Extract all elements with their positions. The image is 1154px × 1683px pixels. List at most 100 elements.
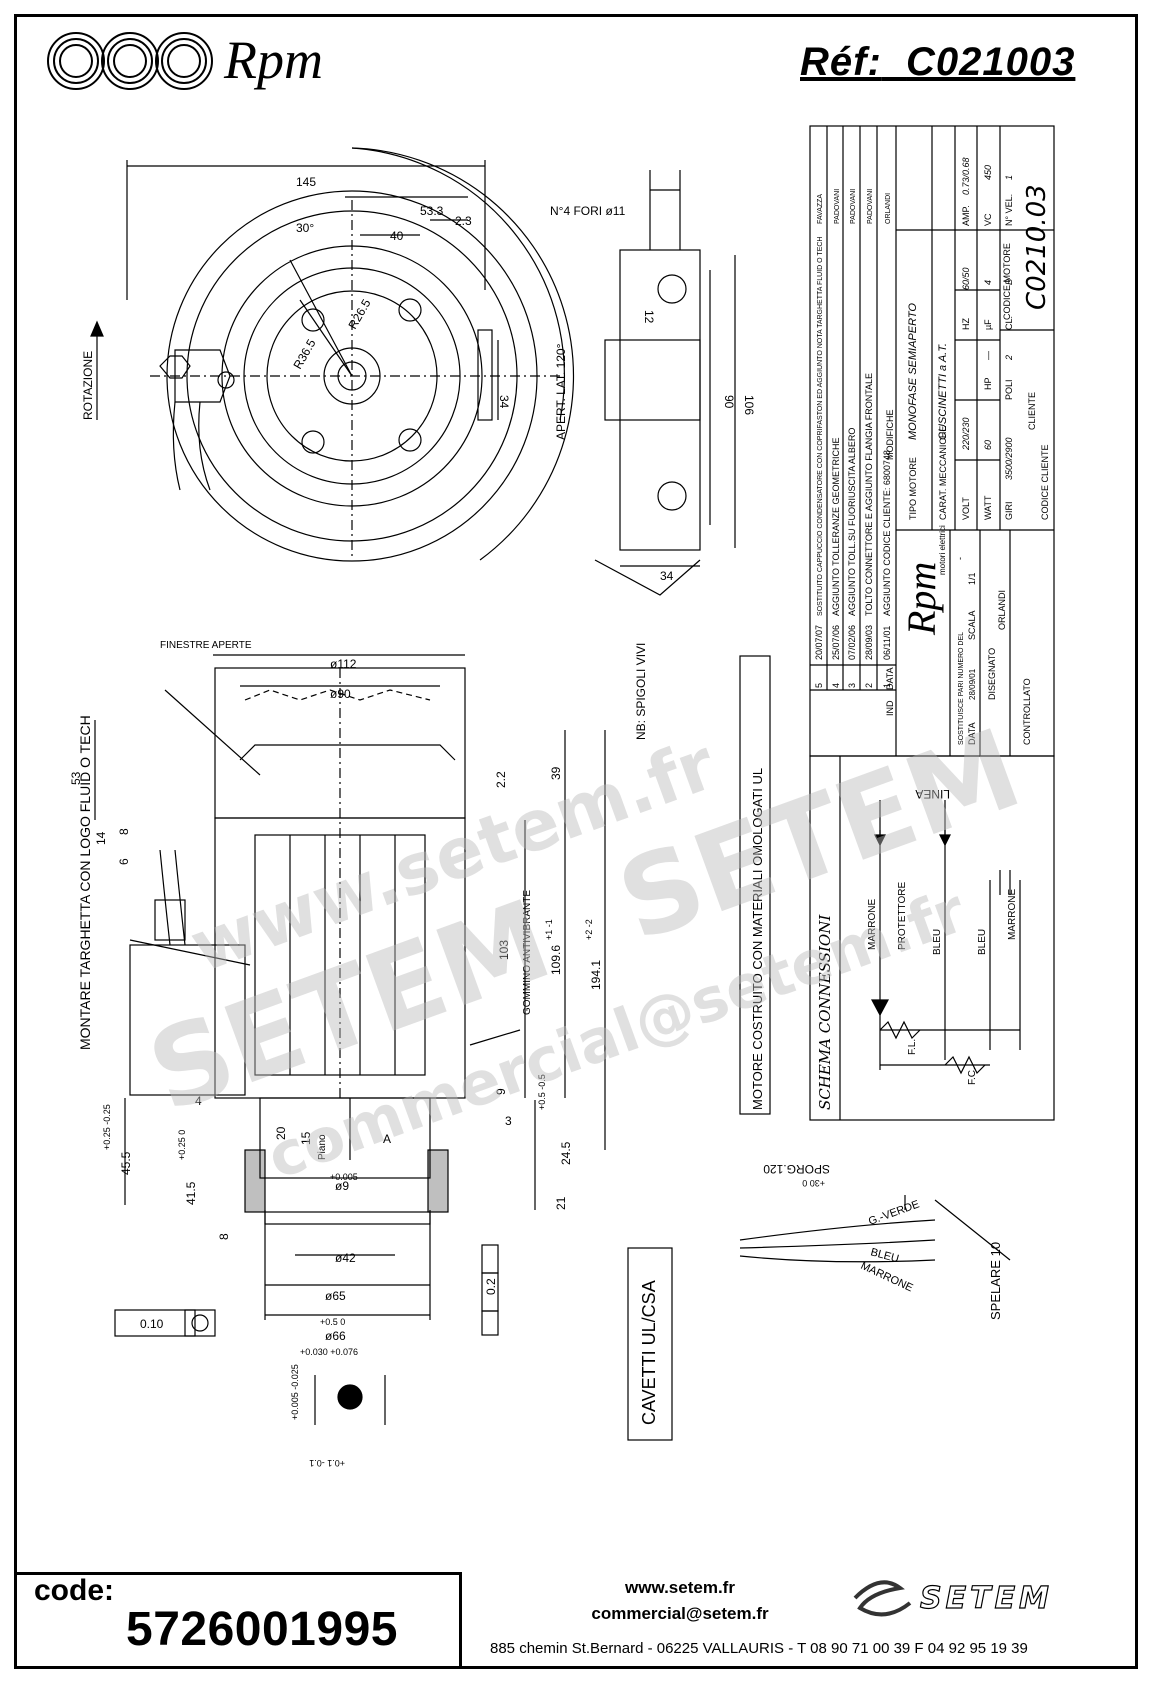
code-value: 5726001995 (126, 1603, 398, 1656)
wire-label-protettore: PROTETTORE (897, 882, 908, 950)
vc-label: VC (983, 213, 993, 226)
tol-1: +1 -1 (544, 919, 554, 940)
dim-o9: ø9 (335, 1179, 349, 1193)
dim-24-5: 24.5 (559, 1141, 573, 1165)
mod-row-1-ind: 1 (882, 683, 892, 688)
apert-lat-note: APERT. LAT. 120° (554, 343, 568, 440)
dim-8-lower: 8 (217, 1233, 231, 1240)
dim-2-3: 2.3 (455, 214, 472, 228)
wire-marrone: MARRONE (859, 1260, 915, 1295)
fl-label: F.L. (907, 1039, 918, 1055)
dim-14: 14 (94, 831, 108, 845)
tol-0-2: 0.2 (484, 1278, 498, 1295)
dim-145: 145 (296, 175, 316, 189)
dim-30deg: 30° (296, 221, 314, 235)
uf: 4 (983, 280, 993, 285)
hz-label: HZ (961, 318, 971, 330)
drawing-frame (14, 14, 1138, 1669)
volt: 220/230 (961, 417, 971, 451)
cl-label: CL. (1004, 316, 1014, 330)
dim-20: 20 (274, 1126, 288, 1140)
mod-row-1-text: AGGIUNTO CODICE CLIENTE: 6800748 (882, 450, 892, 616)
dim-39: 39 (549, 766, 563, 780)
spelare-note: SPELARE 10 (988, 1242, 1003, 1320)
dim-41-5: 41.5 (184, 1181, 198, 1205)
poli: 2 (1004, 355, 1014, 361)
tol-0-1: +0.1 -0.1 (309, 1458, 345, 1468)
tol-0-5: +0.5 -0.5 (537, 1074, 547, 1110)
datum-a: A (383, 1132, 391, 1146)
cliente-label: CLIENTE (1027, 392, 1037, 430)
mod-row-2-text: TOLTO CONNETTORE E AGGIUNTO FLANGIA FRON… (864, 373, 874, 616)
dim-o90: ø90 (330, 687, 351, 701)
tol-30: +30 0 (802, 1178, 825, 1188)
disegnato-label: DISEGNATO (987, 648, 997, 700)
dim-34-flange: 34 (660, 569, 674, 583)
dim-106: 106 (742, 395, 756, 415)
mod-row-3-text: AGGIUNTO TOLL.SU FUORIUSCITA ALBERO (847, 428, 857, 616)
gommino-note: GOMMINO ANTIVIBRANTE (522, 890, 533, 1015)
rpm-logo-text: Rpm (223, 30, 323, 90)
wire-label-bleu-1: BLEU (932, 929, 943, 955)
spigoli-note: NB: SPIGOLI VIVI (634, 643, 648, 740)
tb-brand: Rpm (899, 562, 944, 636)
scala-label: SCALA (967, 610, 977, 640)
ref-label: Réf: (800, 40, 882, 84)
uf-label: µF (983, 319, 993, 330)
mod-row-3-date: 07/02/06 (847, 625, 857, 660)
disegnato: ORLANDI (997, 590, 1007, 630)
codice-motore: C0210.03 (1022, 184, 1052, 310)
hp-label: HP (983, 377, 993, 390)
rotazione-label: ROTAZIONE (81, 351, 95, 420)
dim-9: 9 (494, 1088, 508, 1095)
rpm-logo: Rpm (42, 26, 372, 96)
mod-header-ind: IND (885, 700, 895, 716)
tol-0-10: 0.10 (140, 1317, 164, 1331)
hp: — (983, 351, 993, 360)
ul-note: MOTORE COSTRUITO CON MATERIALI OMOLOGATI… (750, 768, 765, 1110)
piano-label: Piano (317, 1134, 328, 1160)
mod-row-5-text: SOSTITUITO CAPPUCCIO CONDENSATORE CON CO… (817, 237, 824, 616)
dim-4: 4 (195, 1094, 202, 1108)
dim-2-2: 2.2 (494, 771, 508, 788)
schema-title: SCHEMA CONNESSIONI (816, 914, 834, 1110)
linea-label: LINEA (915, 787, 950, 801)
dim-o65: ø65 (325, 1289, 346, 1303)
tipo-motore: MONOFASE SEMIAPERTO (907, 303, 919, 440)
controllato-label: CONTROLLATO (1022, 678, 1032, 745)
dim-o42: ø42 (335, 1251, 356, 1265)
dim-21: 21 (554, 1196, 568, 1210)
mod-header-date: DATA (885, 667, 895, 690)
dim-r26-5: R26.5 (345, 296, 373, 331)
dim-90: 90 (722, 395, 736, 409)
dim-40: 40 (390, 229, 404, 243)
setem-logo: SETEM (840, 1568, 1110, 1628)
setem-logo-text: SETEM (920, 1581, 1053, 1616)
dim-34: 34 (497, 395, 511, 409)
mod-row-2-ind: 2 (864, 683, 874, 688)
dim-o112: ø112 (330, 657, 357, 671)
tol-2: +2 -2 (584, 919, 594, 940)
mod-header-text: MODIFICHE (885, 410, 895, 461)
footer-website[interactable]: www.setem.fr (625, 1578, 735, 1597)
mod-row-2-by: PADOVANI (867, 189, 874, 224)
poli-label: POLI (1004, 379, 1014, 400)
sostituisce-label: SOSTITUISCE PARI NUMERO DEL (958, 632, 965, 745)
footer-address: 885 chemin St.Bernard - 06225 VALLAURIS … (490, 1640, 1028, 1657)
code-box (14, 1572, 462, 1669)
code-label: code: (34, 1574, 115, 1607)
tipo-motore-label: TIPO MOTORE (908, 457, 918, 520)
mod-row-5-by: FAVAZZA (817, 194, 824, 224)
dim-15: 15 (299, 1131, 313, 1145)
mod-row-5-date: 20/07/07 (814, 625, 824, 660)
mod-row-4-text: AGGIUNTO TOLLERANZE GEOMETRICHE (831, 437, 841, 616)
mod-row-2-date: 28/09/03 (864, 625, 874, 660)
vel-label: N° VEL. (1004, 194, 1014, 226)
mod-row-4-date: 25/07/06 (831, 625, 841, 660)
carat: CUSCINETTI a A.T. (937, 343, 949, 440)
footer-email[interactable]: commercial@setem.fr (591, 1604, 769, 1623)
dim-o66: ø66 (325, 1329, 346, 1343)
amp-label: AMP. (961, 205, 971, 226)
sporg-120: SPORG.120 (763, 1162, 830, 1176)
